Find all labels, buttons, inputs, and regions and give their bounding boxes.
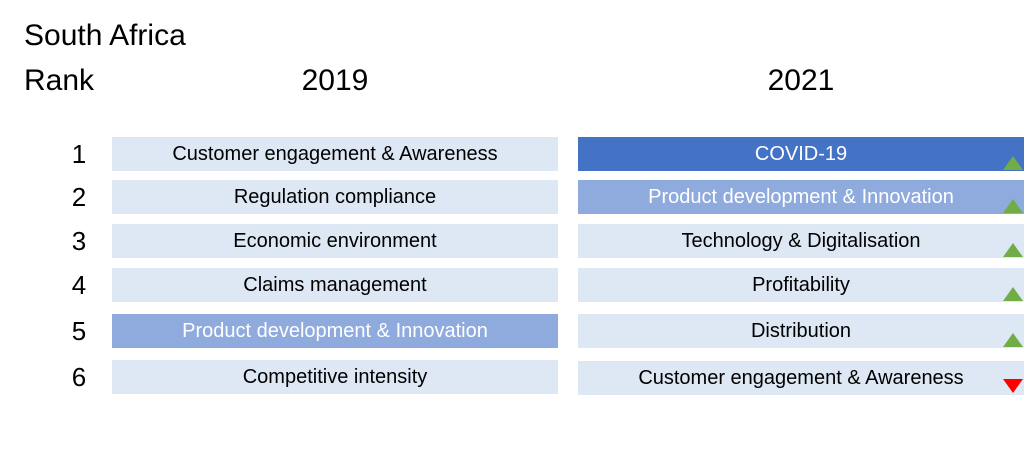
factor-2021-cell: Customer engagement & Awareness [578, 361, 1024, 395]
rank-number: 5 [71, 316, 87, 346]
rank-number: 2 [71, 182, 87, 212]
rank-heading: Rank [24, 64, 95, 97]
rank-number: 1 [71, 139, 87, 169]
factor-2019-cell: Regulation compliance [112, 180, 558, 214]
trend-up-icon [1003, 287, 1023, 301]
trend-down-icon [1003, 379, 1023, 393]
country-title: South Africa [24, 19, 186, 52]
rank-number: 3 [71, 226, 87, 256]
factor-2021-cell: Profitability [578, 268, 1024, 302]
year-2019-heading: 2019 [301, 64, 369, 97]
factor-2019-cell: Product development & Innovation [112, 314, 558, 348]
factor-2021-cell: Product development & Innovation [578, 180, 1024, 214]
factor-2019-cell: Economic environment [112, 224, 558, 258]
factor-2021-cell: COVID-19 [578, 137, 1024, 171]
factor-2021-cell: Technology & Digitalisation [578, 224, 1024, 258]
trend-up-icon [1003, 243, 1023, 257]
factor-2021-cell: Distribution [578, 314, 1024, 348]
trend-up-icon [1003, 333, 1023, 347]
factor-2019-cell: Claims management [112, 268, 558, 302]
factor-2019-cell: Customer engagement & Awareness [112, 137, 558, 171]
trend-up-icon [1003, 156, 1023, 170]
rank-number: 4 [71, 270, 87, 300]
rank-number: 6 [71, 362, 87, 392]
factor-2019-cell: Competitive intensity [112, 360, 558, 394]
trend-up-icon [1003, 199, 1023, 213]
year-2021-heading: 2021 [767, 64, 835, 97]
